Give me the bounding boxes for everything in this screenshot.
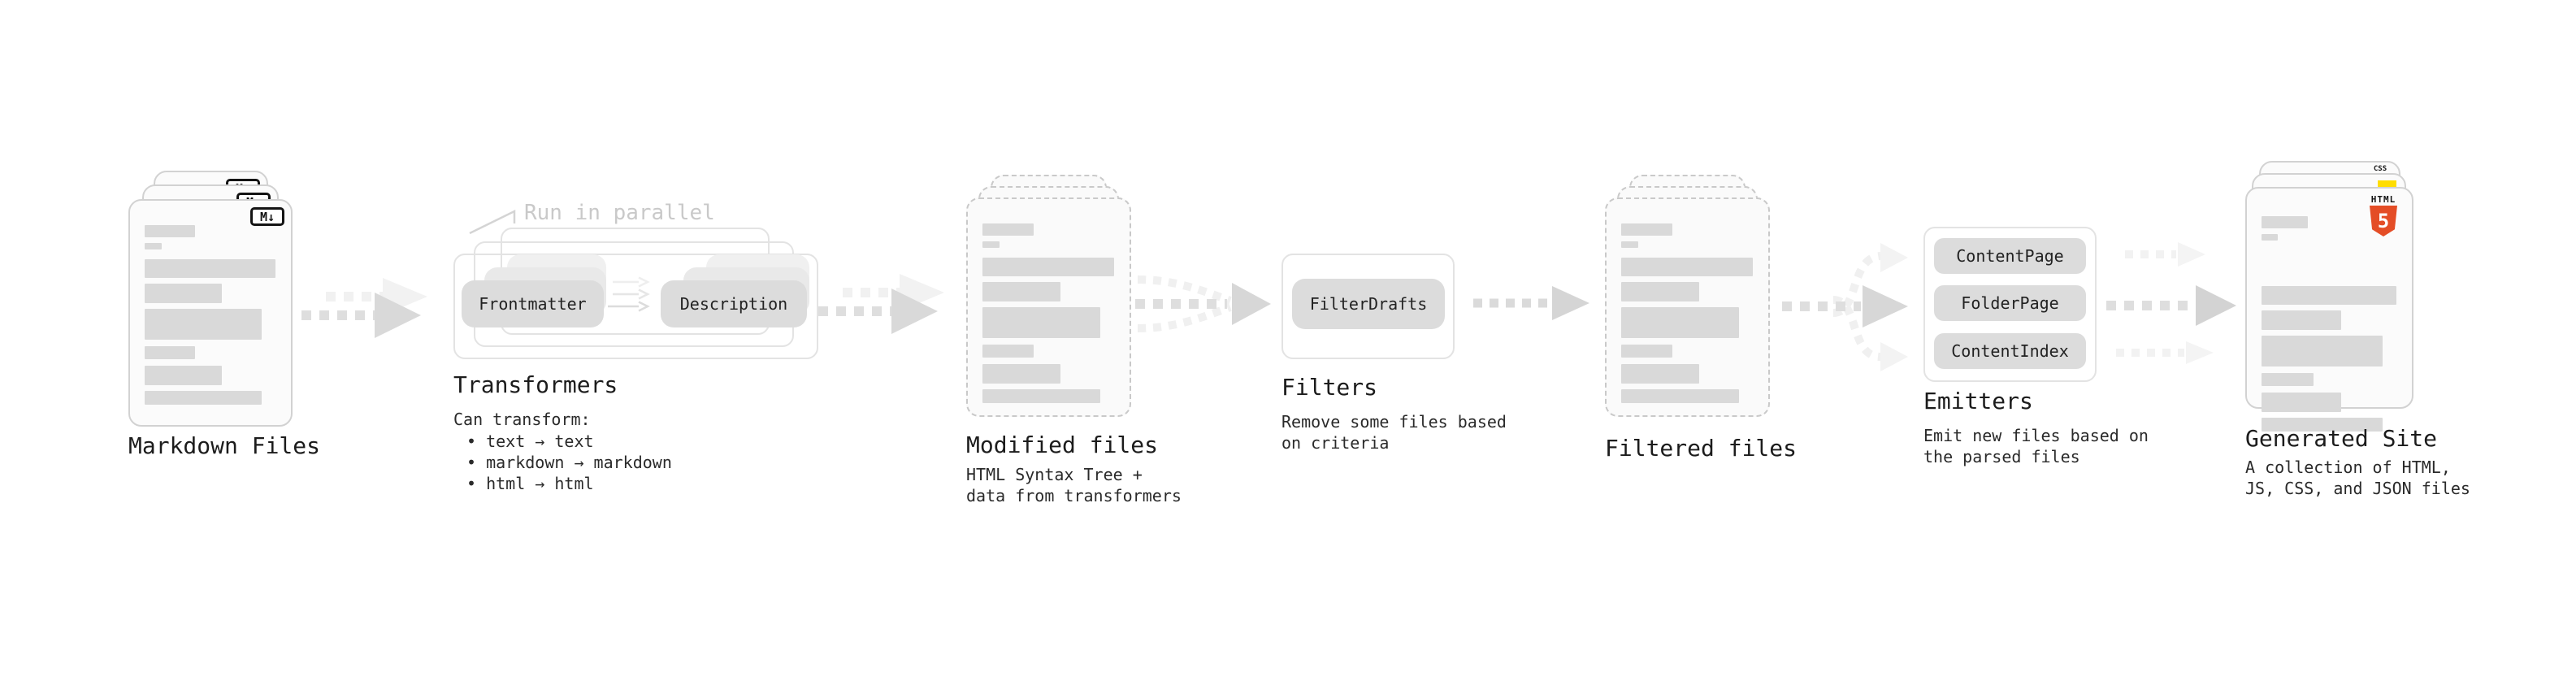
description-line: Emit new files based on	[1923, 426, 2149, 445]
document-sheet	[966, 197, 1131, 417]
pill-folderpage: FolderPage	[1934, 285, 2086, 321]
html5-badge-number: 5	[2377, 210, 2390, 232]
description-line: Remove some files based	[1281, 412, 1507, 432]
flow-arrow-icon	[1473, 286, 1589, 320]
node-description-bullets: • text → text • markdown → markdown • ht…	[453, 431, 672, 494]
node-label: Filters	[1281, 374, 1378, 401]
bullet-item: • markdown → markdown	[466, 453, 672, 472]
description-line: A collection of HTML,	[2245, 458, 2451, 477]
flow-arrows-parallel-icon	[2106, 242, 2236, 364]
flow-arrow-merge-icon	[1135, 275, 1271, 332]
css-badge-label: CSS	[2373, 165, 2387, 173]
markdown-icon: M↓	[250, 207, 284, 226]
description-line: data from transformers	[966, 486, 1182, 505]
node-description: A collection of HTML, JS, CSS, and JSON …	[2245, 457, 2470, 499]
node-description: HTML Syntax Tree + data from transformer…	[966, 464, 1182, 506]
text-line-placeholders	[2262, 286, 2399, 432]
node-label: Filtered files	[1605, 435, 1798, 462]
transformers-box-front	[453, 254, 818, 359]
html5-icon: HTML 5	[2365, 195, 2402, 236]
description-line: JS, CSS, and JSON files	[2245, 479, 2470, 498]
node-label: Modified files	[966, 432, 1159, 458]
run-in-parallel-label: Run in parallel	[524, 201, 715, 225]
html5-badge-title: HTML	[2370, 194, 2396, 205]
pill-filterdrafts: FilterDrafts	[1292, 279, 1445, 329]
document-sheet: M↓	[128, 199, 293, 427]
flow-arrow-split-icon	[1782, 243, 1908, 371]
node-label: Transformers	[453, 371, 618, 398]
html5-shield: 5	[2370, 206, 2397, 236]
node-description: Can transform:	[453, 410, 591, 429]
text-line-placeholders	[2262, 216, 2361, 241]
flow-arrow-icon	[818, 274, 944, 334]
pill-description: Description	[661, 280, 807, 327]
document-sheet	[1605, 197, 1770, 417]
js-icon	[2378, 180, 2396, 189]
node-description: Remove some files based on criteria	[1281, 411, 1507, 453]
description-line: the parsed files	[1923, 447, 2080, 466]
node-description: Emit new files based on the parsed files	[1923, 425, 2149, 467]
document-sheet: HTML 5	[2245, 187, 2413, 432]
bullet-item: • html → html	[466, 474, 594, 493]
description-line: on criteria	[1281, 433, 1390, 453]
description-line: HTML Syntax Tree +	[966, 465, 1143, 484]
bullet-item: • text → text	[466, 432, 594, 451]
pill-contentindex: ContentIndex	[1934, 333, 2086, 369]
pill-frontmatter: Frontmatter	[462, 280, 604, 327]
node-label: Emitters	[1923, 388, 2033, 414]
pill-contentpage: ContentPage	[1934, 238, 2086, 274]
flow-arrow-icon	[301, 278, 427, 338]
node-label: Markdown Files	[128, 432, 321, 459]
parallel-arrows-icon	[608, 276, 650, 312]
text-line-placeholders	[982, 223, 1117, 403]
node-label: Generated Site	[2245, 425, 2438, 452]
annotation-leader-line	[469, 209, 516, 235]
text-line-placeholders	[145, 225, 278, 405]
text-line-placeholders	[1621, 223, 1755, 403]
